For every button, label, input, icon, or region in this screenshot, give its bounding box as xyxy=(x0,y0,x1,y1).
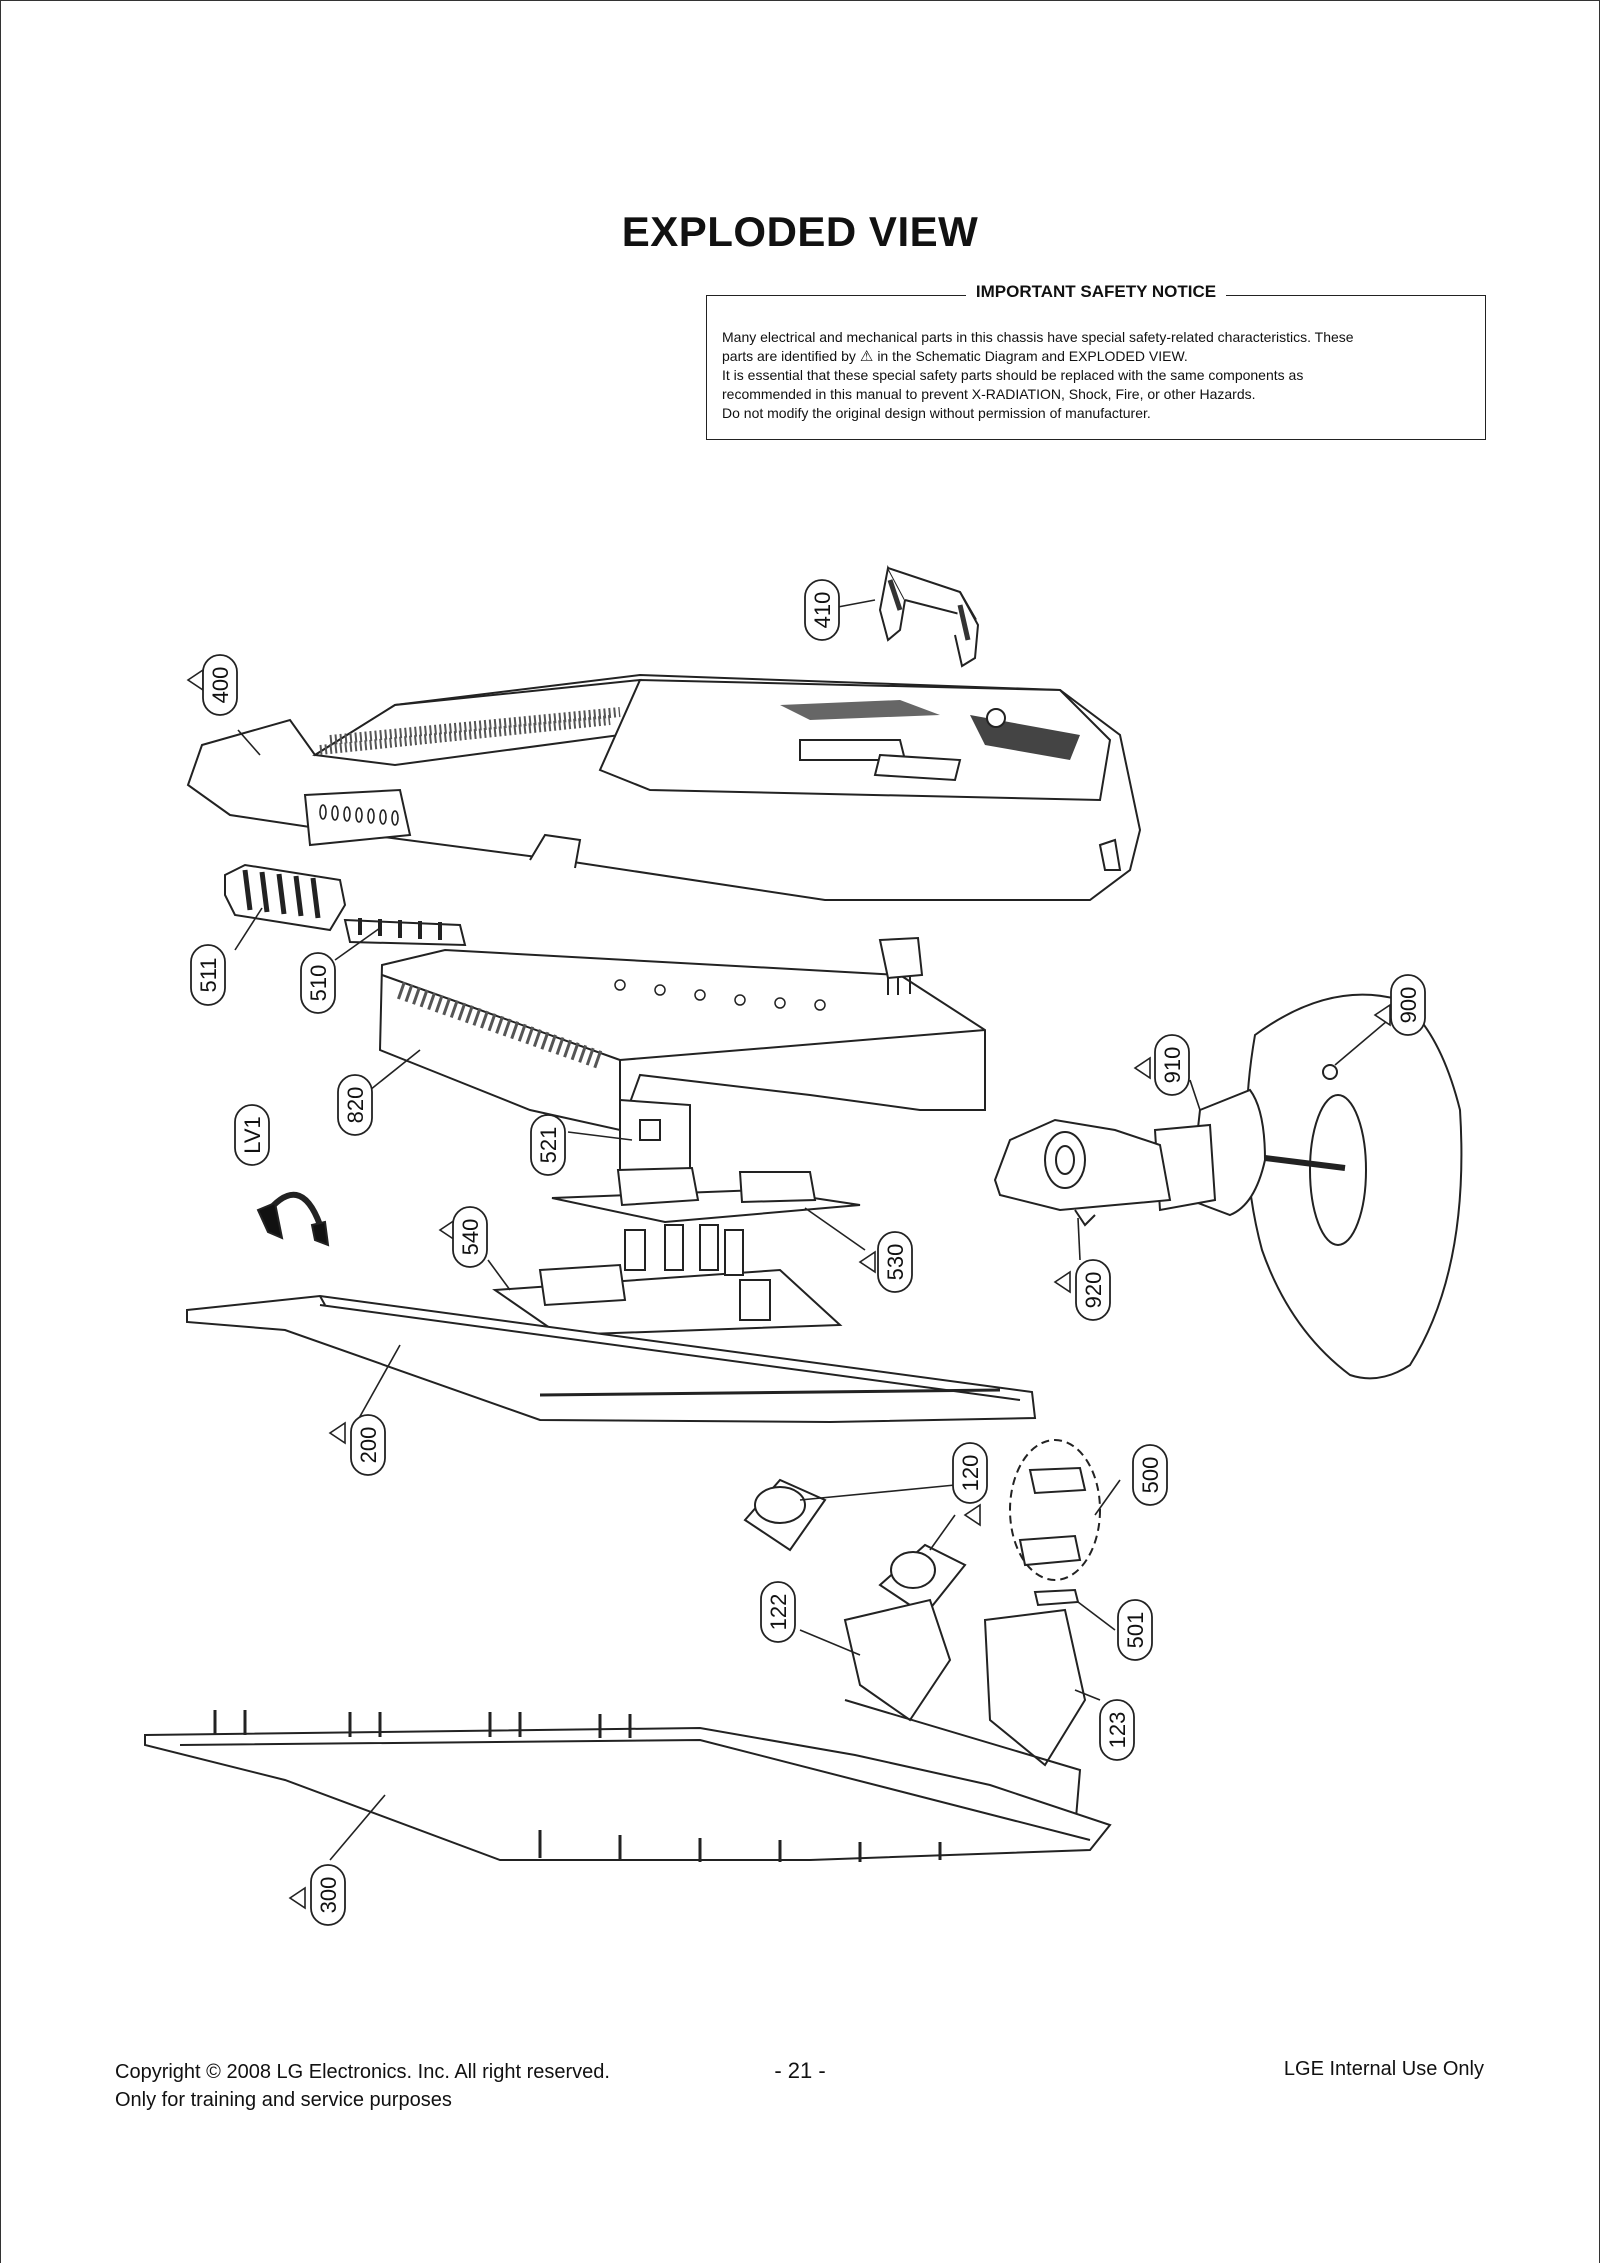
footer-left: Copyright © 2008 LG Electronics. Inc. Al… xyxy=(115,2058,610,2114)
part-300-front-cabinet xyxy=(144,1710,1112,1862)
part-510-connector xyxy=(343,918,467,947)
part-label-120: 120 xyxy=(958,1455,983,1492)
warning-triangle-icon xyxy=(858,1250,876,1274)
part-540-board xyxy=(492,1224,843,1337)
part-label-510: 510 xyxy=(306,965,331,1002)
part-900-stand-base xyxy=(1245,993,1463,1380)
part-label-500: 500 xyxy=(1138,1457,1163,1494)
footer-purpose: Only for training and service purposes xyxy=(115,2089,452,2111)
notice-line-part: in the Schematic Diagram and EXPLODED VI… xyxy=(877,348,1188,364)
part-530-board xyxy=(551,1166,861,1224)
page-number: - 21 - xyxy=(774,2058,826,2083)
safety-notice-heading: IMPORTANT SAFETY NOTICE xyxy=(965,282,1227,301)
part-122-123-speaker-box xyxy=(843,1598,1087,1831)
part-label-540: 540 xyxy=(458,1219,483,1256)
part-label-511: 511 xyxy=(196,957,221,992)
part-200-frame xyxy=(186,1294,1037,1424)
leader-lines xyxy=(234,599,1401,1861)
warning-triangle-icon xyxy=(288,1886,306,1910)
part-label-521: 521 xyxy=(536,1127,561,1164)
part-511-connector xyxy=(224,863,347,932)
warning-triangle-icon xyxy=(328,1421,346,1445)
safety-notice-box: IMPORTANT SAFETY NOTICE Many electrical … xyxy=(706,282,1486,440)
page-title: EXPLODED VIEW xyxy=(621,208,979,255)
part-label-820: 820 xyxy=(343,1087,368,1124)
safety-notice-text: Many electrical and mechanical parts in … xyxy=(722,328,1470,423)
warning-triangle-icon xyxy=(186,668,204,692)
part-820-shield-case xyxy=(378,948,986,1182)
part-label-501: 501 xyxy=(1123,1612,1148,1649)
notice-line: recommended in this manual to prevent X-… xyxy=(722,386,1256,402)
warning-triangle-icon: ⚠ xyxy=(859,348,874,365)
part-label-122: 122 xyxy=(766,1594,791,1631)
notice-line: parts are identified by⚠in the Schematic… xyxy=(722,347,1470,366)
part-label-910: 910 xyxy=(1160,1047,1185,1084)
part-LV1-cable xyxy=(256,1192,330,1247)
footer-internal: LGE Internal Use Only xyxy=(1283,2058,1484,2080)
notice-line: It is essential that these special safet… xyxy=(722,367,1304,383)
part-label-530: 530 xyxy=(883,1244,908,1281)
warning-triangle-icon xyxy=(1053,1270,1071,1294)
part-400-back-cover xyxy=(186,673,1142,901)
part-label-bubbles: 410 400 511 510 820 LV1 521 540 530 910 … xyxy=(190,579,1426,1926)
part-small-connector xyxy=(878,936,924,995)
part-label-400: 400 xyxy=(208,667,233,704)
part-501-board xyxy=(1033,1588,1080,1607)
part-label-200: 200 xyxy=(356,1427,381,1464)
warning-triangle-icon xyxy=(1133,1056,1151,1080)
notice-line: Do not modify the original design withou… xyxy=(722,405,1151,421)
warning-triangle-icons xyxy=(186,668,1391,1910)
part-label-410: 410 xyxy=(810,592,835,629)
part-410-bracket xyxy=(878,565,980,668)
warning-triangle-icon xyxy=(963,1503,981,1527)
part-label-123: 123 xyxy=(1105,1712,1130,1749)
part-label-LV1: LV1 xyxy=(240,1116,265,1154)
part-label-300: 300 xyxy=(316,1877,341,1914)
part-920-hinge xyxy=(993,1118,1172,1227)
warning-triangle-icon xyxy=(1373,1003,1391,1027)
footer-copyright: Copyright © 2008 LG Electronics. Inc. Al… xyxy=(115,2061,610,2083)
part-label-920: 920 xyxy=(1081,1272,1106,1309)
part-500-board xyxy=(1009,1439,1101,1581)
notice-line: Many electrical and mechanical parts in … xyxy=(722,329,1354,345)
part-120-speaker xyxy=(743,1478,967,1617)
notice-line-part: parts are identified by xyxy=(722,348,856,364)
part-910-neck xyxy=(1153,1088,1346,1217)
part-label-900: 900 xyxy=(1396,987,1421,1024)
